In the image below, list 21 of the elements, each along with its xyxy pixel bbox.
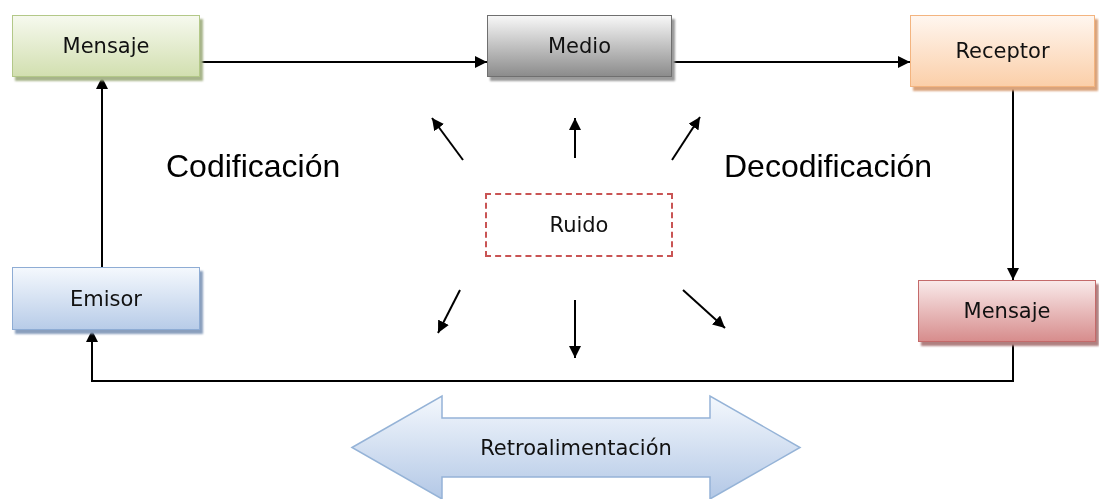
node-label: Mensaje (963, 299, 1051, 323)
dashed-box (485, 193, 673, 257)
arrow (1007, 86, 1019, 281)
node-label: Emisor (70, 286, 142, 311)
node-label: Mensaje (62, 34, 150, 58)
double-arrow-shape (352, 396, 800, 499)
node-label: Ruido (549, 213, 609, 237)
stage-label: Decodificación (724, 148, 933, 185)
process-box (910, 15, 1095, 87)
arrow (671, 56, 911, 68)
process-box (12, 15, 200, 77)
process-box (487, 15, 672, 77)
arrow (86, 329, 1014, 382)
process-box (918, 280, 1096, 342)
arrow (199, 56, 488, 68)
node-label: Receptor (955, 39, 1050, 63)
node-label: Retroalimentación (480, 435, 672, 460)
stage-label: Codificación (166, 148, 341, 185)
node-label: Medio (547, 34, 612, 58)
process-box (12, 267, 200, 330)
arrow (96, 76, 108, 268)
